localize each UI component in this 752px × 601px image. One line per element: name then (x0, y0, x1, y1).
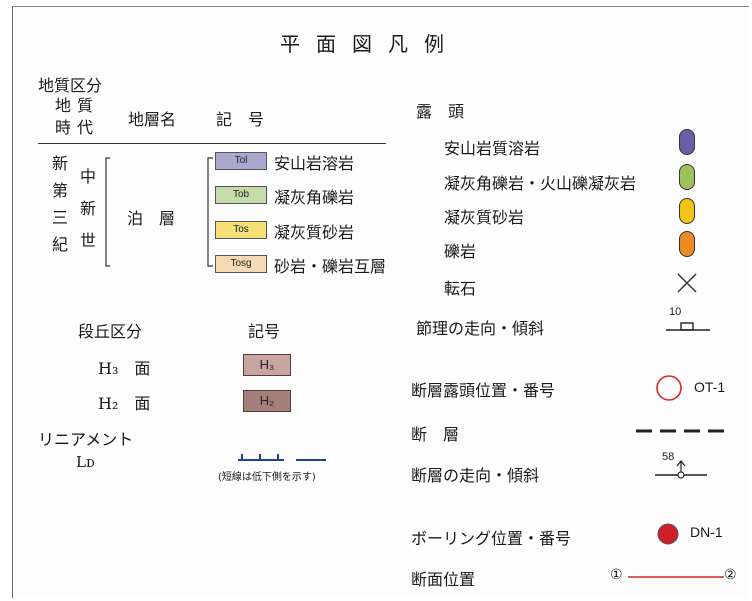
outcrop-heading: 露 頭 (416, 102, 465, 121)
joint-strike-dip-symbol (666, 322, 710, 331)
unit-name-sandstone-conglomerate: 砂岩・礫岩互層 (274, 257, 387, 276)
joint-dip-value: 10 (669, 306, 682, 318)
epoch-miocene: 中新世 (80, 167, 97, 250)
legend-frame (12, 6, 749, 598)
boring-label: ボーリング位置・番号 (411, 529, 572, 548)
outcrop-andesite-icon (679, 129, 695, 155)
boring-code: DN-1 (690, 524, 723, 540)
outcrop-tuffaceous-sandstone-label: 凝灰質砂岩 (444, 208, 525, 227)
section-end-marker: ② (724, 567, 737, 583)
geologic-time-header: 地質 時代 (55, 96, 94, 137)
symbol-header: 記 号 (216, 110, 265, 129)
fault-dip-value: 58 (662, 451, 675, 463)
fault-outcrop-code: OT-1 (694, 379, 726, 395)
unit-name-tuffaceous-sandstone: 凝灰質砂岩 (274, 223, 355, 242)
lineament-label: リニアメント (38, 430, 134, 449)
section-label: 断面位置 (411, 570, 476, 589)
outcrop-conglomerate-icon (679, 231, 695, 257)
fault-strike-dip-label: 断層の走向・傾斜 (411, 466, 540, 485)
float-stone-label: 転石 (444, 279, 477, 298)
terrace-symbol-heading: 記号 (248, 322, 281, 341)
boring-dot-icon (657, 523, 679, 545)
unit-name-andesite-lava: 安山岩溶岩 (274, 154, 355, 173)
page-title: 平面図凡例 (280, 32, 460, 56)
formation-tomari: 泊 層 (127, 209, 176, 228)
joint-label: 節理の走向・傾斜 (416, 319, 545, 338)
outcrop-conglomerate-label: 礫岩 (444, 242, 477, 261)
terrace-h2-symbol: H₂ (243, 390, 291, 412)
unit-code-tob: Tob (215, 186, 267, 204)
fault-outcrop-circle-icon (656, 375, 682, 401)
fault-outcrop-label: 断層露頭位置・番号 (411, 381, 556, 400)
terrace-h2-label: H₂ 面 (98, 394, 151, 413)
fault-label: 断 層 (411, 425, 460, 444)
terrace-heading: 段丘区分 (78, 322, 143, 341)
unit-code-tol: Tol (215, 152, 267, 170)
fault-strike-dip-symbol (655, 460, 707, 479)
outcrop-tuff-breccia-icon (679, 164, 695, 190)
unit-name-tuff-breccia: 凝灰角礫岩 (274, 188, 355, 207)
unit-code-tosg: Tosg (215, 255, 267, 273)
section-line (628, 576, 724, 578)
fault-dashed-line (636, 429, 732, 433)
terrace-h3-label: H₃ 面 (98, 359, 151, 378)
lineament-symbol-label: Lᴅ (76, 453, 95, 471)
header-divider (38, 143, 386, 144)
outcrop-andesite-label: 安山岩質溶岩 (444, 139, 541, 158)
cross-icon (677, 273, 697, 293)
outcrop-tuffaceous-sandstone-icon (679, 198, 695, 224)
formation-name-header: 地層名 (128, 110, 177, 129)
outcrop-tuff-breccia-label: 凝灰角礫岩・火山礫凝灰岩 (444, 174, 637, 193)
unit-code-tos: Tos (215, 221, 267, 239)
section-start-marker: ① (610, 567, 623, 583)
period-neogene: 新第三紀 (52, 154, 69, 254)
lineament-note: (短線は低下側を示す) (218, 472, 316, 483)
terrace-h3-symbol: H₃ (243, 354, 291, 376)
lineament-symbol (238, 454, 326, 461)
geology-heading: 地質区分 (38, 76, 103, 95)
